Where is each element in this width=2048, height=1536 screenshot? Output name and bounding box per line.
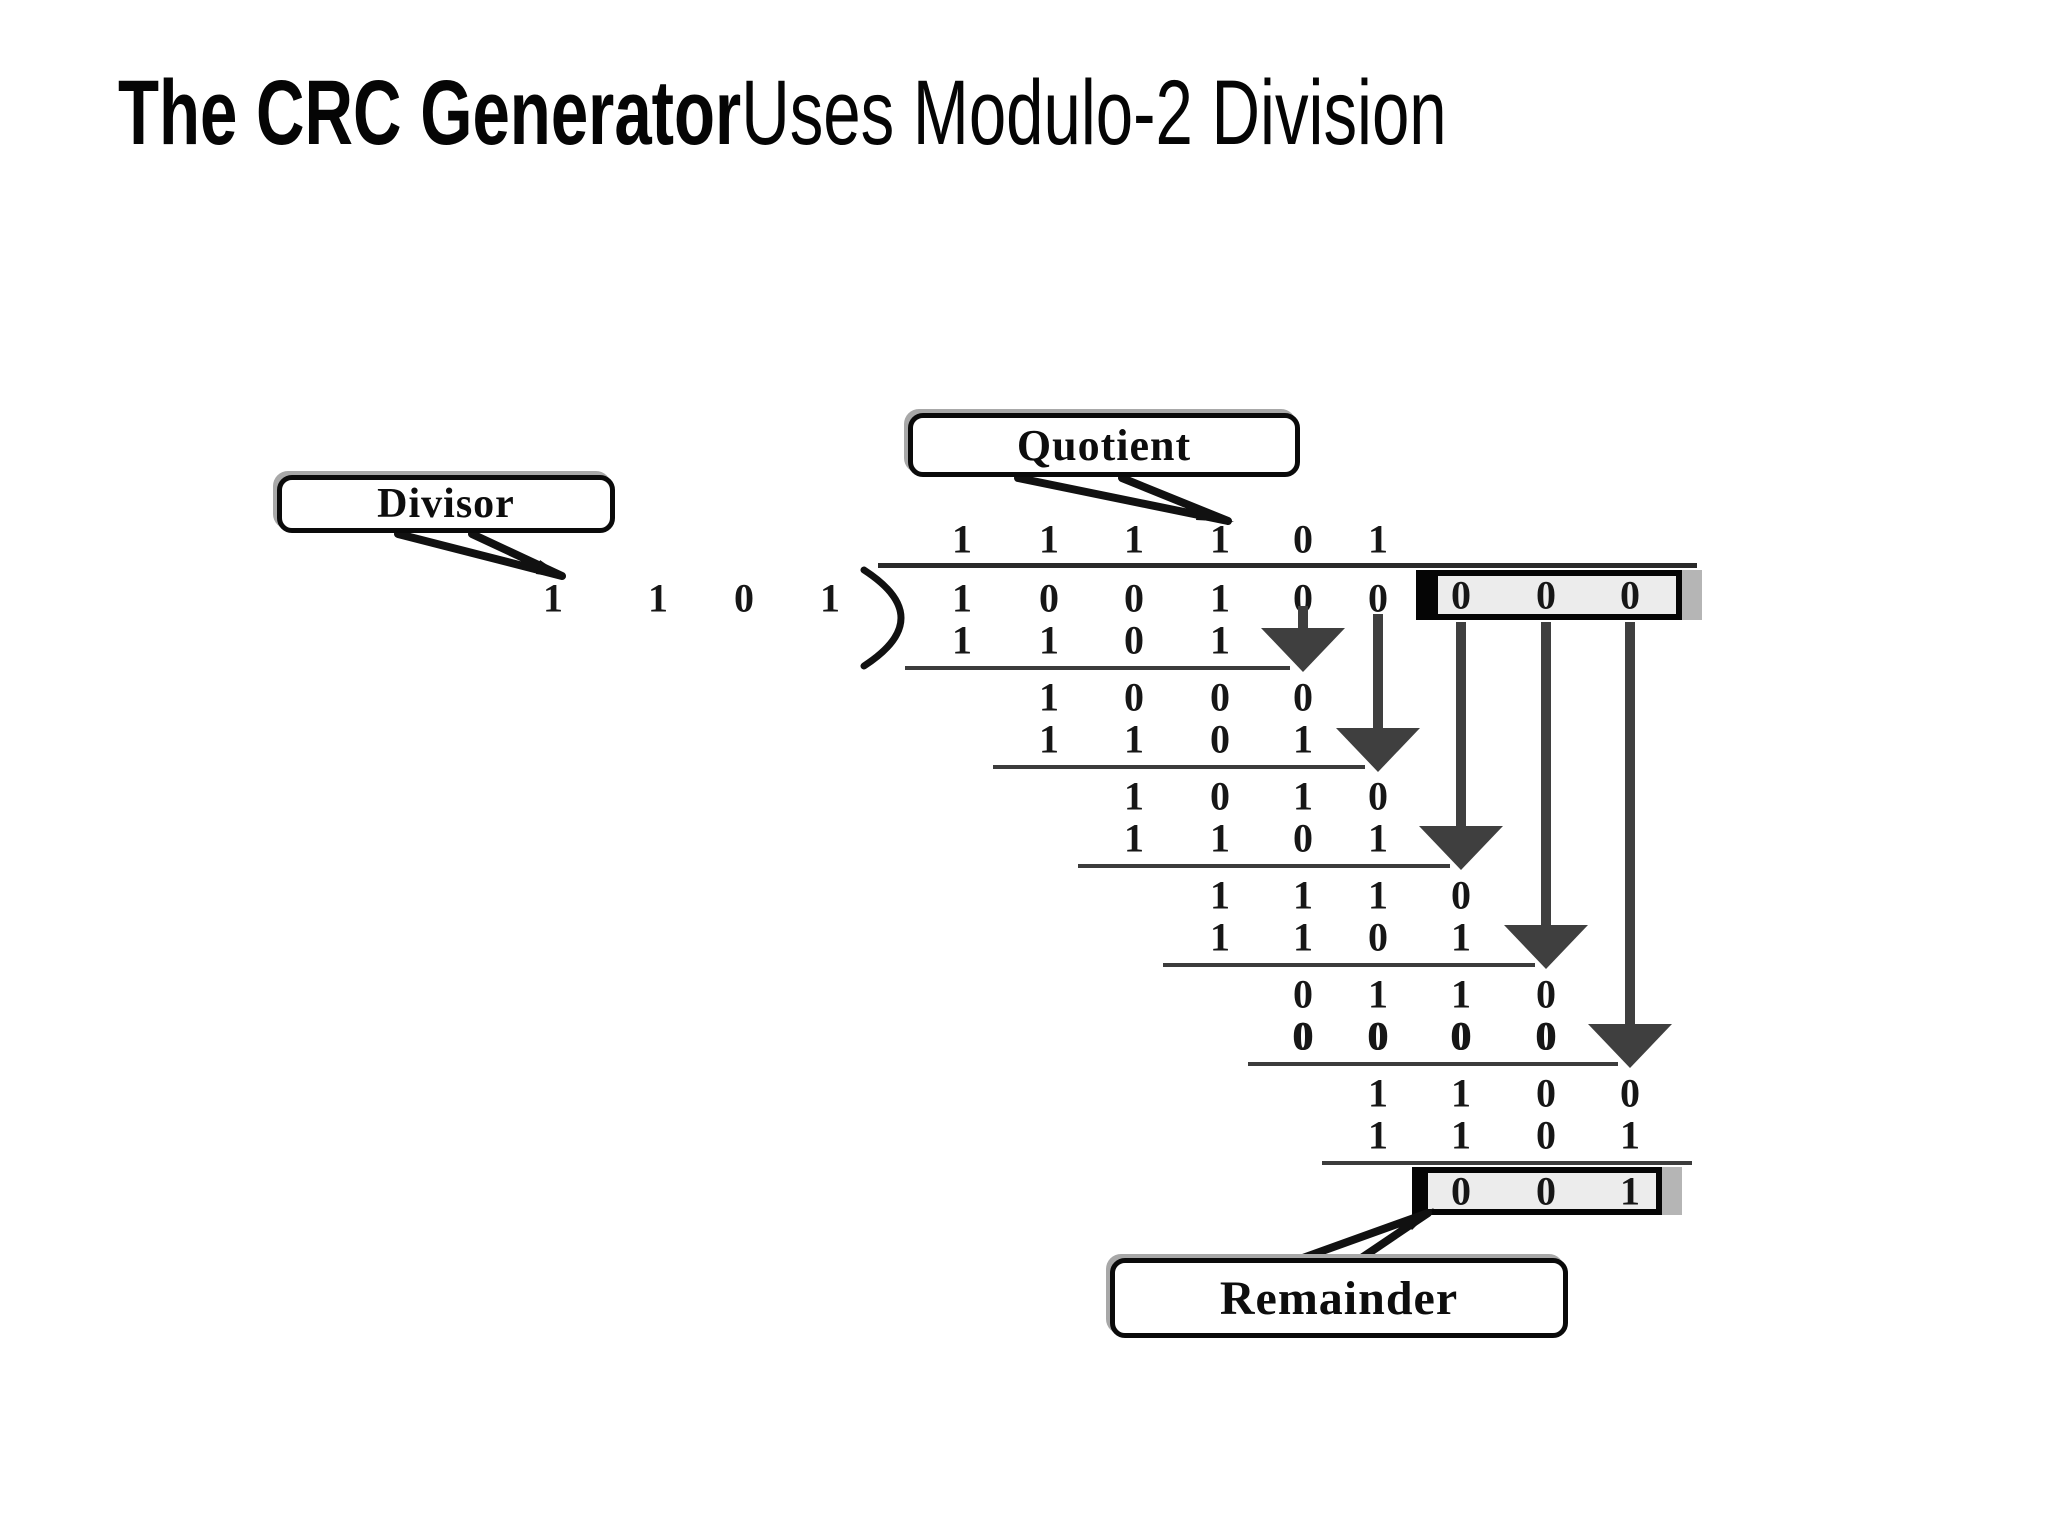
step-digit: 0 — [1368, 1013, 1388, 1059]
divisor-pointer — [394, 530, 566, 580]
bring-down-arrow-head — [1261, 628, 1345, 672]
divisor-digit: 1 — [820, 575, 840, 621]
step-digit: 0 — [1293, 674, 1313, 720]
slide-title-bold: The CRC Generator — [118, 62, 742, 164]
dividend-digit: 1 — [952, 575, 972, 621]
quotient-callout-label: Quotient — [1016, 420, 1192, 470]
appended-zero-digit: 0 — [1536, 572, 1556, 618]
bring-down-arrow-head — [1588, 1024, 1672, 1068]
step-digit: 0 — [1124, 617, 1144, 663]
bring-down-arrow-head — [1419, 826, 1503, 870]
dividend-digit: 0 — [1124, 575, 1144, 621]
step-digit: 1 — [1124, 716, 1144, 762]
step-digit: 0 — [1536, 1112, 1556, 1158]
appended-zeros-box — [1416, 570, 1702, 620]
step-digit: 1 — [1451, 1112, 1471, 1158]
step-digit: 1 — [1210, 914, 1230, 960]
step-digit: 1 — [1451, 971, 1471, 1017]
slide-title: The CRC GeneratorUses Modulo-2 Division — [118, 62, 1447, 165]
step-digit: 1 — [1210, 815, 1230, 861]
step-digit: 1 — [1039, 716, 1059, 762]
step-digit: 0 — [1293, 971, 1313, 1017]
divisor-callout-label: Divisor — [377, 481, 515, 527]
step-digit: 1 — [1368, 971, 1388, 1017]
step-underline — [1322, 1161, 1692, 1165]
step-underline — [1163, 963, 1535, 967]
divisor-digit: 1 — [543, 575, 563, 621]
quotient-digit: 1 — [1210, 516, 1230, 562]
step-digit: 1 — [1368, 872, 1388, 918]
step-digit: 0 — [1124, 674, 1144, 720]
step-digit: 1 — [1368, 815, 1388, 861]
step-underline — [905, 666, 1290, 670]
step-digit: 0 — [1210, 773, 1230, 819]
bring-down-arrow-stem — [1625, 622, 1635, 1024]
step-digit: 1 — [1620, 1112, 1640, 1158]
step-digit: 0 — [1368, 773, 1388, 819]
step-digit: 0 — [1210, 674, 1230, 720]
remainder-pointer — [1296, 1209, 1432, 1263]
step-digit: 0 — [1210, 716, 1230, 762]
bring-down-arrow-head — [1336, 728, 1420, 772]
step-digit: 1 — [1124, 815, 1144, 861]
step-digit: 0 — [1368, 914, 1388, 960]
remainder-box — [1412, 1167, 1682, 1215]
remainder-callout-label: Remainder — [1219, 1271, 1459, 1325]
step-underline — [993, 765, 1365, 769]
step-digit: 1 — [1210, 872, 1230, 918]
slide-title-regular: Uses Modulo-2 Division — [741, 62, 1447, 164]
bring-down-arrow-stem — [1541, 622, 1551, 925]
step-digit: 1 — [1293, 872, 1313, 918]
bring-down-arrow-head — [1504, 925, 1588, 969]
step-digit: 1 — [1451, 914, 1471, 960]
step-digit: 0 — [1451, 1013, 1471, 1059]
dividend-digit: 1 — [1210, 575, 1230, 621]
dividend-digit: 0 — [1368, 575, 1388, 621]
remainder-box-shadow — [1662, 1167, 1682, 1215]
appended-zero-digit: 0 — [1451, 572, 1471, 618]
step-digit: 0 — [1293, 815, 1313, 861]
dividend-digit: 0 — [1039, 575, 1059, 621]
remainder-digit: 0 — [1536, 1168, 1556, 1214]
step-digit: 1 — [1210, 617, 1230, 663]
divisor-digit: 0 — [734, 575, 754, 621]
quotient-digit: 1 — [1124, 516, 1144, 562]
step-digit: 0 — [1620, 1070, 1640, 1116]
remainder-callout: Remainder — [1110, 1258, 1568, 1338]
step-digit: 1 — [1039, 674, 1059, 720]
quotient-digit: 1 — [1368, 516, 1388, 562]
divisor-digit: 1 — [648, 575, 668, 621]
appended-zeros-box-shadow — [1682, 570, 1702, 620]
step-digit: 1 — [1039, 617, 1059, 663]
step-digit: 0 — [1536, 1013, 1556, 1059]
appended-zero-digit: 0 — [1620, 572, 1640, 618]
division-bracket — [860, 566, 905, 670]
bring-down-arrow-stem — [1298, 606, 1308, 628]
step-digit: 1 — [1293, 914, 1313, 960]
quotient-digit: 0 — [1293, 516, 1313, 562]
bring-down-arrow-stem — [1373, 614, 1383, 728]
step-digit: 1 — [1368, 1070, 1388, 1116]
step-digit: 0 — [1536, 971, 1556, 1017]
quotient-digit: 1 — [952, 516, 972, 562]
remainder-digit: 1 — [1620, 1168, 1640, 1214]
quotient-digit: 1 — [1039, 516, 1059, 562]
quotient-callout: Quotient — [908, 413, 1300, 477]
step-digit: 1 — [1293, 716, 1313, 762]
division-vinculum — [878, 563, 1697, 568]
step-digit: 0 — [1451, 872, 1471, 918]
step-underline — [1078, 864, 1450, 868]
step-digit: 1 — [1293, 773, 1313, 819]
step-digit: 0 — [1293, 1013, 1313, 1059]
step-digit: 1 — [1368, 1112, 1388, 1158]
divisor-callout: Divisor — [277, 475, 615, 533]
bring-down-arrow-stem — [1456, 622, 1466, 826]
step-digit: 1 — [1451, 1070, 1471, 1116]
step-digit: 1 — [952, 617, 972, 663]
step-digit: 1 — [1124, 773, 1144, 819]
step-underline — [1248, 1062, 1618, 1066]
remainder-digit: 0 — [1451, 1168, 1471, 1214]
step-digit: 0 — [1536, 1070, 1556, 1116]
